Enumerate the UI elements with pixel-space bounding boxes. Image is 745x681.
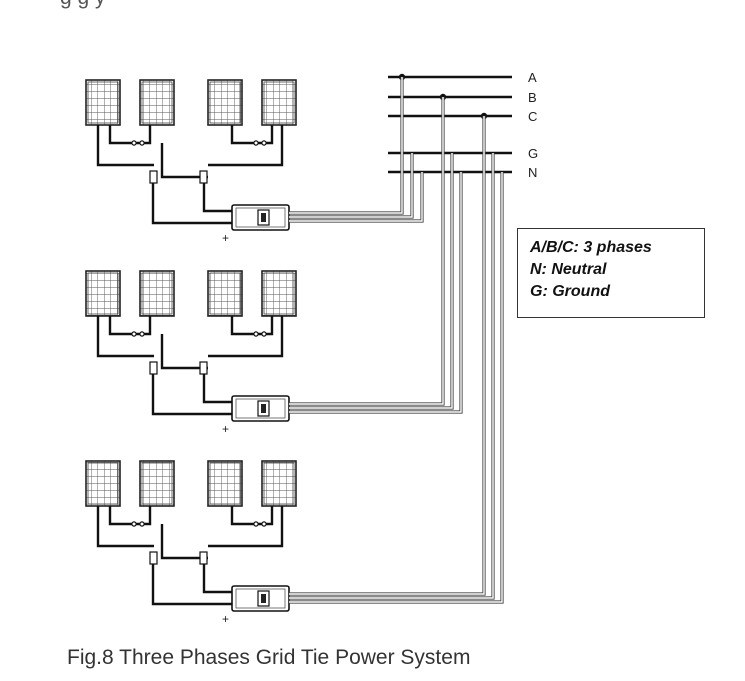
string-output-right: [208, 125, 284, 167]
mc4-connector: [253, 331, 259, 337]
ac-bus-bars: [388, 75, 512, 174]
ac-cable-1: [289, 77, 424, 223]
inverter-display: [261, 594, 266, 603]
inverter-display: [261, 213, 266, 222]
inverter-group-1: +: [85, 79, 297, 245]
mc4-connector: [261, 140, 267, 146]
polarity-plus: +: [222, 612, 229, 626]
dc-lead-positive: [202, 183, 234, 213]
y-branch-connector: [199, 551, 208, 565]
inverter: [231, 585, 290, 612]
y-branch-connector: [199, 170, 208, 184]
bus-label-c: C: [528, 109, 537, 124]
legend-ground: G: Ground: [530, 283, 610, 300]
solar-panel: [139, 460, 175, 507]
y-branch-connector: [149, 170, 158, 184]
solar-panel: [261, 79, 297, 126]
legend-neutral: N: Neutral: [530, 261, 607, 278]
mc4-connector: [253, 140, 259, 146]
solar-panel: [207, 79, 243, 126]
mc4-connector: [131, 331, 137, 337]
inverter-display: [261, 404, 266, 413]
cropped-header-text: g g y: [60, 0, 106, 10]
mc4-connector: [139, 331, 145, 337]
inverter: [231, 395, 290, 422]
mc4-connector: [253, 521, 259, 527]
inverter: [231, 204, 290, 231]
solar-panel: [85, 79, 121, 126]
dc-lead-negative: [151, 564, 234, 606]
series-link-right: [230, 316, 274, 336]
inverter-group-2: +: [85, 270, 297, 436]
mc4-connector: [261, 331, 267, 337]
solar-panel: [85, 270, 121, 317]
y-branch-connector: [149, 551, 158, 565]
parallel-link: [160, 334, 208, 370]
y-branch-connector: [199, 361, 208, 375]
mc4-connector: [131, 140, 137, 146]
legend-phases: A/B/C: 3 phases: [530, 239, 652, 256]
solar-panel: [207, 270, 243, 317]
solar-panel: [139, 79, 175, 126]
series-link-left: [108, 316, 152, 336]
dc-lead-positive: [202, 374, 234, 404]
bus-label-a: A: [528, 70, 537, 85]
polarity-plus: +: [222, 422, 229, 436]
mc4-connector: [131, 521, 137, 527]
solar-panel: [261, 460, 297, 507]
dc-lead-negative: [151, 183, 234, 225]
mc4-connector: [139, 521, 145, 527]
figure-caption: Fig.8 Three Phases Grid Tie Power System: [67, 646, 471, 669]
legend-box: A/B/C: 3 phases N: Neutral G: Ground: [517, 228, 705, 318]
mc4-connector: [261, 521, 267, 527]
series-link-left: [108, 506, 152, 526]
bus-label-g: G: [528, 146, 538, 161]
string-output-left: [96, 316, 154, 358]
solar-panel: [207, 460, 243, 507]
ac-cable-2: [289, 97, 463, 414]
series-link-right: [230, 125, 274, 145]
series-link-right: [230, 506, 274, 526]
bus-label-n: N: [528, 165, 537, 180]
dc-lead-positive: [202, 564, 234, 594]
string-output-right: [208, 506, 284, 548]
inverter-groups: + + +: [85, 79, 297, 626]
polarity-plus: +: [222, 231, 229, 245]
solar-panel: [85, 460, 121, 507]
inverter-group-3: +: [85, 460, 297, 626]
parallel-link: [160, 524, 208, 560]
ac-cables: [289, 77, 504, 604]
solar-panel: [139, 270, 175, 317]
dc-lead-negative: [151, 374, 234, 416]
mc4-connector: [139, 140, 145, 146]
bus-label-b: B: [528, 90, 537, 105]
ac-cable-3: [289, 116, 504, 604]
string-output-right: [208, 316, 284, 358]
string-output-left: [96, 125, 154, 167]
y-branch-connector: [149, 361, 158, 375]
parallel-link: [160, 143, 208, 179]
string-output-left: [96, 506, 154, 548]
series-link-left: [108, 125, 152, 145]
solar-panel: [261, 270, 297, 317]
